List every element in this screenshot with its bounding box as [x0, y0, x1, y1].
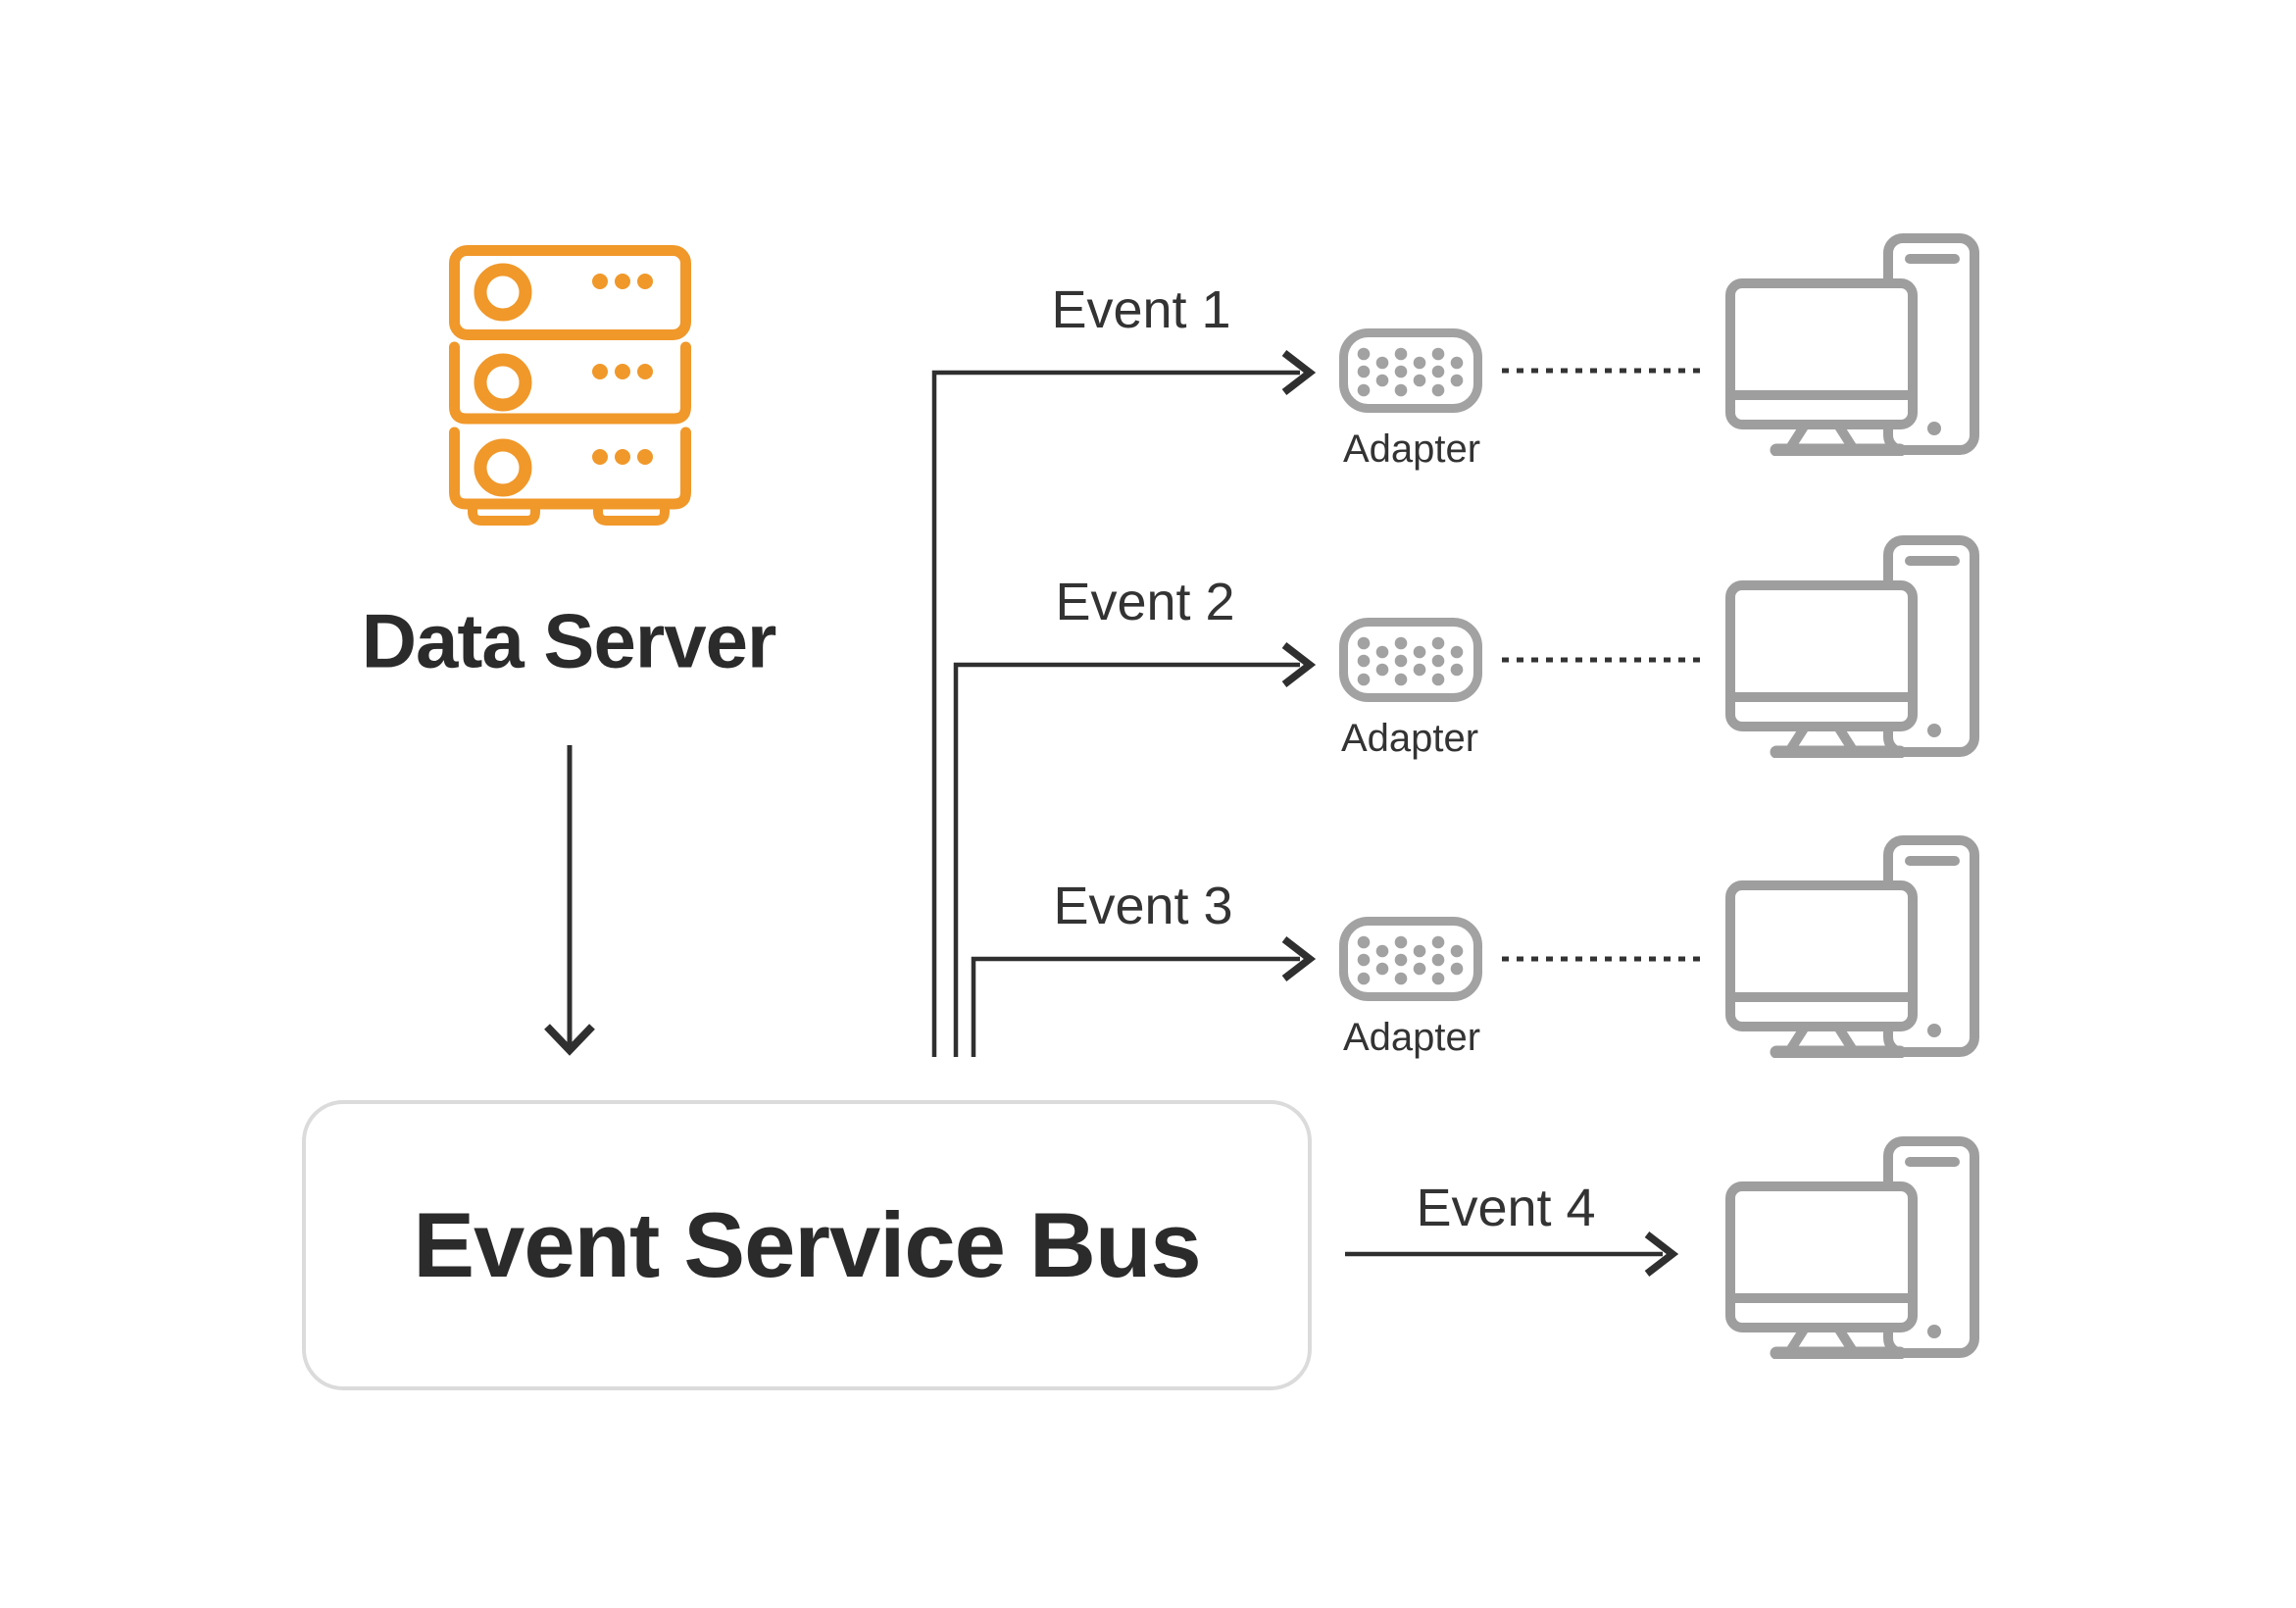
event-1-connector — [931, 350, 1317, 1057]
event-3-connector — [971, 936, 1317, 1057]
event-service-bus-label: Event Service Bus — [413, 1193, 1201, 1296]
adapter-2-label: Adapter — [1340, 717, 1479, 760]
event-3-label: Event 3 — [1053, 877, 1233, 935]
desktop-computer-icon — [1725, 535, 1979, 758]
vga-adapter-icon — [1339, 328, 1482, 413]
event-2-label: Event 2 — [1055, 573, 1235, 631]
vga-adapter-icon — [1339, 917, 1482, 1001]
desktop-computer-icon — [1725, 835, 1979, 1058]
vga-adapter-icon — [1339, 618, 1482, 702]
event-4-label: Event 4 — [1416, 1179, 1596, 1237]
server-rack-icon — [449, 245, 691, 526]
adapter-1-label: Adapter — [1342, 427, 1481, 471]
server-to-bus-arrow — [544, 745, 595, 1056]
event-service-bus-box: Event Service Bus — [302, 1100, 1312, 1390]
desktop-computer-icon — [1725, 233, 1979, 456]
desktop-computer-icon — [1725, 1136, 1979, 1359]
data-server-label: Data Server — [361, 597, 777, 684]
adapter-3-label: Adapter — [1342, 1016, 1481, 1059]
event-2-connector — [953, 642, 1317, 1057]
event-4-connector — [1345, 1231, 1679, 1277]
event-1-label: Event 1 — [1051, 280, 1231, 339]
